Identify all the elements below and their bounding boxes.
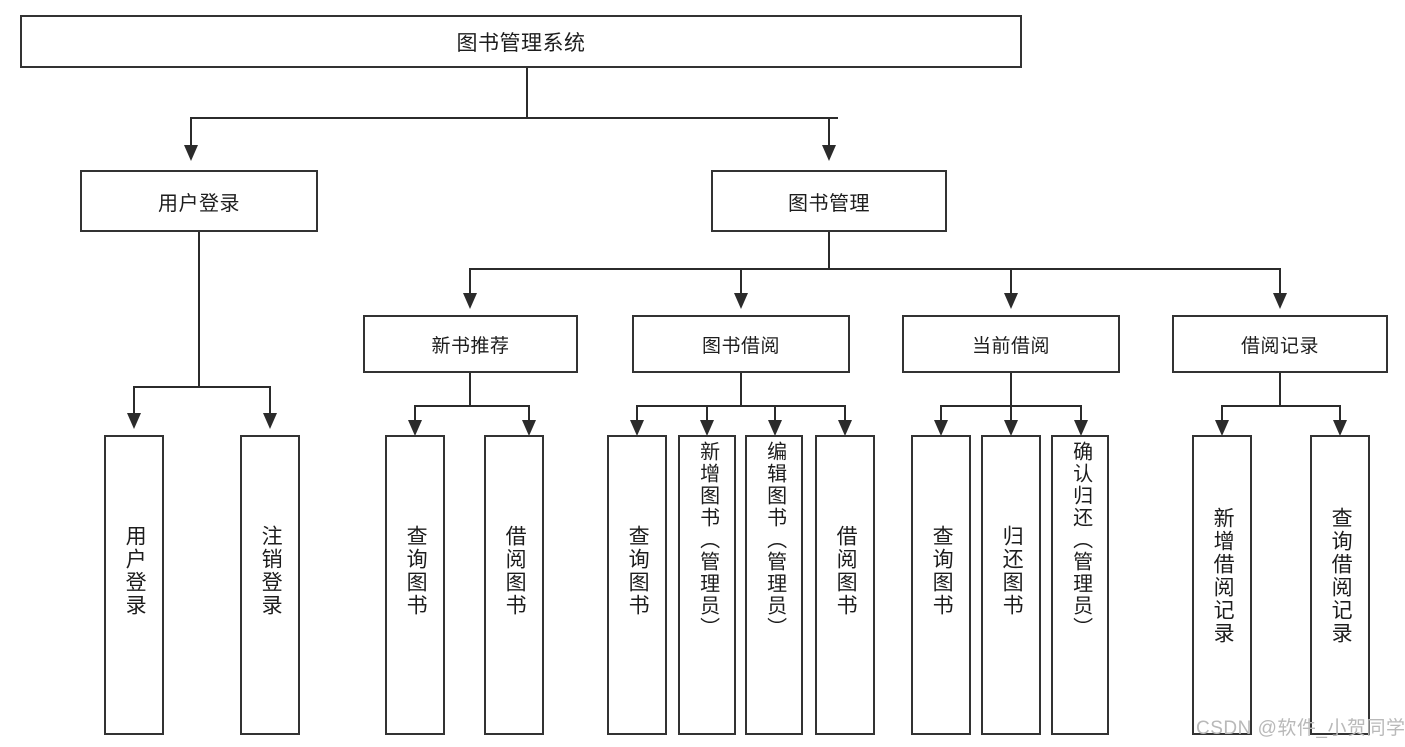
connector-current-drop-3	[1080, 405, 1082, 427]
leaf-return-book[interactable]: 归还图书	[981, 435, 1041, 735]
arrow-to-current-borrow	[1004, 293, 1018, 309]
node-label: 图书管理系统	[456, 31, 586, 55]
arrow-to-new-book-recommend	[463, 293, 477, 309]
node-label: 借阅图书	[834, 525, 858, 617]
node-label: 用户登录	[123, 525, 147, 617]
node-label: 新增图书（管理员）	[696, 441, 719, 639]
leaf-edit-book-admin[interactable]: 编辑图书（管理员）	[745, 435, 803, 735]
node-label: 注销登录	[259, 525, 283, 617]
arrow-to-leaf-edit-book	[768, 420, 782, 436]
node-label: 编辑图书（管理员）	[763, 441, 786, 639]
node-root-book-management-system[interactable]: 图书管理系统	[20, 15, 1022, 68]
connector-lvl3-drop-2	[740, 268, 742, 295]
leaf-query-book-recommend[interactable]: 查询图书	[385, 435, 445, 735]
connector-borrow-drop-4	[844, 405, 846, 427]
arrow-to-leaf-logout	[263, 413, 277, 429]
arrow-to-leaf-add-record	[1215, 420, 1229, 436]
arrow-to-book-management	[822, 145, 836, 161]
leaf-query-book-current[interactable]: 查询图书	[911, 435, 971, 735]
connector-borrow-drop-2	[706, 405, 708, 427]
node-label: 查询借阅记录	[1329, 507, 1353, 645]
connector-root-bar	[190, 117, 838, 119]
node-label: 查询图书	[930, 525, 954, 617]
node-borrow-record[interactable]: 借阅记录	[1172, 315, 1388, 373]
connector-recommend-drop-1	[414, 405, 416, 427]
node-book-management[interactable]: 图书管理	[711, 170, 947, 232]
connector-recommend-stem	[469, 373, 471, 406]
node-label: 图书借阅	[701, 335, 780, 357]
node-current-borrow[interactable]: 当前借阅	[902, 315, 1120, 373]
arrow-to-leaf-query-book-1	[408, 420, 422, 436]
arrow-to-leaf-confirm-return	[1074, 420, 1088, 436]
node-label: 归还图书	[1000, 525, 1024, 617]
connector-current-drop-1	[940, 405, 942, 427]
arrow-to-leaf-query-record	[1333, 420, 1347, 436]
connector-record-drop-2	[1339, 405, 1341, 427]
leaf-confirm-return-admin[interactable]: 确认归还（管理员）	[1051, 435, 1109, 735]
node-label: 借阅记录	[1240, 335, 1319, 357]
node-label: 查询图书	[404, 525, 428, 617]
connector-record-bar	[1221, 405, 1341, 407]
connector-lvl3-drop-3	[1010, 268, 1012, 295]
leaf-borrow-book-borrow[interactable]: 借阅图书	[815, 435, 875, 735]
connector-root-drop-right	[828, 117, 830, 147]
connector-borrow-stem	[740, 373, 742, 406]
connector-borrow-bar	[636, 405, 846, 407]
node-label: 图书管理	[788, 192, 870, 215]
leaf-query-book-borrow[interactable]: 查询图书	[607, 435, 667, 735]
node-label: 查询图书	[626, 525, 650, 617]
leaf-add-borrow-record[interactable]: 新增借阅记录	[1192, 435, 1252, 735]
connector-borrow-drop-3	[774, 405, 776, 427]
node-label: 新书推荐	[431, 335, 510, 357]
connector-root-drop-left	[190, 117, 192, 147]
connector-user-login-drop-2	[269, 386, 271, 415]
leaf-user-login[interactable]: 用户登录	[104, 435, 164, 735]
arrow-to-leaf-borrow-book-2	[838, 420, 852, 436]
connector-record-stem	[1279, 373, 1281, 406]
node-user-login[interactable]: 用户登录	[80, 170, 318, 232]
leaf-query-borrow-record[interactable]: 查询借阅记录	[1310, 435, 1370, 735]
connector-current-drop-2	[1010, 405, 1012, 427]
leaf-borrow-book-recommend[interactable]: 借阅图书	[484, 435, 544, 735]
connector-user-login-bar	[133, 386, 271, 388]
arrow-to-leaf-add-book	[700, 420, 714, 436]
arrow-to-user-login	[184, 145, 198, 161]
arrow-to-leaf-return-book	[1004, 420, 1018, 436]
leaf-logout[interactable]: 注销登录	[240, 435, 300, 735]
connector-current-stem	[1010, 373, 1012, 406]
node-label: 确认归还（管理员）	[1069, 441, 1092, 639]
arrow-to-leaf-query-book-3	[934, 420, 948, 436]
connector-recommend-drop-2	[528, 405, 530, 427]
arrow-to-book-borrow	[734, 293, 748, 309]
connector-recommend-bar	[414, 405, 530, 407]
node-label: 用户登录	[158, 192, 240, 215]
arrow-to-borrow-record	[1273, 293, 1287, 309]
leaf-add-book-admin[interactable]: 新增图书（管理员）	[678, 435, 736, 735]
arrow-to-leaf-user-login	[127, 413, 141, 429]
connector-user-login-stem	[198, 232, 200, 387]
node-new-book-recommend[interactable]: 新书推荐	[363, 315, 578, 373]
node-label: 新增借阅记录	[1211, 507, 1235, 645]
node-label: 当前借阅	[971, 335, 1050, 357]
connector-lvl3-drop-4	[1279, 268, 1281, 295]
connector-root-stem	[526, 68, 528, 118]
arrow-to-leaf-borrow-book-1	[522, 420, 536, 436]
arrow-to-leaf-query-book-2	[630, 420, 644, 436]
node-label: 借阅图书	[503, 525, 527, 617]
connector-book-management-stem	[828, 232, 830, 269]
node-book-borrow[interactable]: 图书借阅	[632, 315, 850, 373]
connector-book-management-bar	[469, 268, 1281, 270]
connector-lvl3-drop-1	[469, 268, 471, 295]
connector-record-drop-1	[1221, 405, 1223, 427]
connector-borrow-drop-1	[636, 405, 638, 427]
connector-user-login-drop-1	[133, 386, 135, 415]
